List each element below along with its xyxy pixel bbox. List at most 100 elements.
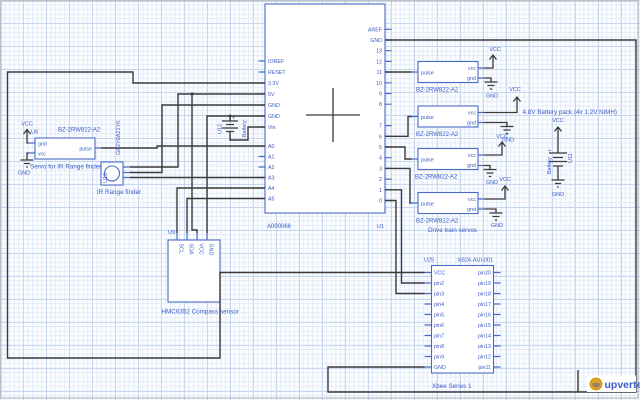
- arduino-body[interactable]: [264, 3, 386, 214]
- arduino-uno-component[interactable]: [258, 3, 392, 214]
- pin-label: 0: [379, 199, 382, 205]
- net-label-vcc: VCC: [21, 122, 33, 128]
- pin-label: 3.3V: [268, 81, 279, 87]
- part-number: A000066: [267, 224, 292, 230]
- pin-label: IOREF: [268, 59, 285, 65]
- ref-designator: U12: [218, 124, 224, 134]
- wire-3v3-to-xbee[interactable]: [6, 71, 425, 359]
- upverter-logo[interactable]: up upverter: [587, 375, 640, 393]
- upverter-circle-icon: [589, 377, 603, 391]
- xbee-labels: U25 XB24-AUI-001 VCC pin2 pin3 pin4 pin5…: [424, 258, 493, 391]
- pin-label: pulse: [421, 71, 434, 77]
- wire-pin0-xbee[interactable]: [385, 199, 425, 295]
- pin-label: GND: [370, 38, 382, 44]
- net-label-gnd: GND: [491, 223, 503, 229]
- ref-designator: U1: [377, 224, 384, 230]
- drive-servo-2[interactable]: [411, 105, 485, 128]
- pin-label: A1: [268, 155, 275, 161]
- wire-gnd-to-compass[interactable]: [206, 115, 265, 233]
- vcc-arrow-icon[interactable]: [484, 53, 498, 69]
- ir-range-finder-component[interactable]: [100, 161, 130, 186]
- gnd-symbol-icon[interactable]: [483, 164, 497, 178]
- plus-label: +: [548, 148, 551, 154]
- ir-lens-icon: [103, 165, 121, 182]
- wire-pin3-servo4[interactable]: [385, 167, 412, 204]
- pan-servo-component[interactable]: [28, 137, 102, 160]
- wire-5v-to-ir[interactable]: [130, 93, 265, 168]
- pin-label: pin7: [434, 334, 444, 340]
- wire-pin6-servo2[interactable]: [385, 115, 412, 137]
- xbee-component[interactable]: [424, 264, 501, 374]
- gnd-symbol-icon[interactable]: [20, 152, 34, 168]
- pin-label: 11: [377, 70, 383, 76]
- drive-servo-4[interactable]: [411, 191, 485, 215]
- pin-label: pulse: [421, 158, 434, 164]
- pin-label: Vin: [268, 125, 276, 131]
- pin-label: 13: [376, 49, 382, 55]
- wire-pin1-xbee[interactable]: [385, 189, 425, 284]
- wire-gnd-loop[interactable]: [327, 39, 637, 393]
- vcc-arrow-icon[interactable]: [484, 140, 507, 156]
- gnd-symbol-icon[interactable]: [484, 208, 503, 221]
- vcc-arrow-icon[interactable]: [22, 128, 32, 144]
- wire-gnd-to-ir[interactable]: [130, 104, 265, 174]
- pin-label: SCL: [178, 244, 184, 254]
- wire-5v-to-compass[interactable]: [191, 94, 198, 233]
- pin-label: RESET: [268, 70, 286, 76]
- pin-label: pin12: [478, 355, 491, 361]
- drive-servo-1[interactable]: [411, 60, 485, 84]
- pin-label: vcc: [468, 66, 476, 72]
- pin-label: SDA: [188, 244, 194, 255]
- vin-battery-labels: + U12 Battery: [218, 116, 249, 138]
- pin-label: GND: [208, 244, 214, 256]
- pin-label: gnd: [38, 142, 47, 148]
- pin-label: pin14: [478, 334, 491, 340]
- pin-label: 5V: [268, 92, 275, 98]
- gnd-symbol-icon[interactable]: [484, 77, 498, 90]
- compass-component[interactable]: [167, 233, 221, 303]
- pin-label: gnd: [467, 76, 476, 82]
- pin-label: vcc: [468, 197, 476, 203]
- xbee-caption: Xbee Series 1: [432, 383, 472, 390]
- pin-label: pin19: [478, 281, 491, 287]
- pin-label: pin9: [434, 355, 444, 361]
- pin-label: A2: [268, 165, 275, 171]
- pin-label: pin2: [434, 281, 444, 287]
- wire-pulse-to-a0[interactable]: [101, 145, 266, 149]
- pin-label: vcc: [38, 152, 46, 158]
- battery-pack-labels: 4.8V Battery pack (4x 1.2V NiMH) VCC + U…: [523, 109, 618, 198]
- pin-label: GND: [434, 365, 446, 371]
- ref-designator: U25: [424, 258, 434, 264]
- net-label-gnd: GND: [18, 171, 30, 177]
- gnd-symbol-icon[interactable]: [484, 121, 514, 135]
- battery-symbol-icon[interactable]: [549, 152, 567, 188]
- drive-servo-3[interactable]: [411, 147, 485, 171]
- power-symbols[interactable]: [20, 53, 568, 221]
- part-number: BZ-2RW822-A2: [415, 175, 458, 181]
- pin-label: pin5: [434, 313, 444, 319]
- pin-label: pin8: [434, 344, 444, 350]
- pin-label: 3: [379, 166, 382, 172]
- vcc-arrow-icon[interactable]: [484, 184, 510, 200]
- battery-symbol-icon[interactable]: [222, 120, 238, 133]
- pin-label: pin15: [478, 323, 491, 329]
- pin-label: pin3: [434, 292, 444, 298]
- wire-a5-to-sda[interactable]: [186, 197, 265, 234]
- vcc-arrow-icon[interactable]: [553, 125, 563, 153]
- arduino-right-pin-stubs[interactable]: [385, 28, 392, 202]
- wire-pin5-servo3[interactable]: [385, 146, 412, 160]
- wire-a4-to-scl[interactable]: [176, 187, 265, 233]
- ir-caption: IR Range finder: [97, 189, 141, 196]
- logo-text: upverter: [605, 379, 640, 391]
- battery-label: Battery: [547, 157, 553, 174]
- pin-label: 4: [379, 156, 382, 162]
- pin-label: 7: [379, 124, 382, 130]
- wires[interactable]: [6, 39, 637, 393]
- pin-label: gnd: [467, 207, 476, 213]
- plus-label: +: [232, 116, 235, 122]
- arduino-labels: IOREF RESET 3.3V 5V GND GND Vin A0 A1 A2…: [267, 27, 384, 230]
- vcc-arrow-icon[interactable]: [484, 95, 522, 114]
- net-label-vcc: VCC: [552, 118, 564, 124]
